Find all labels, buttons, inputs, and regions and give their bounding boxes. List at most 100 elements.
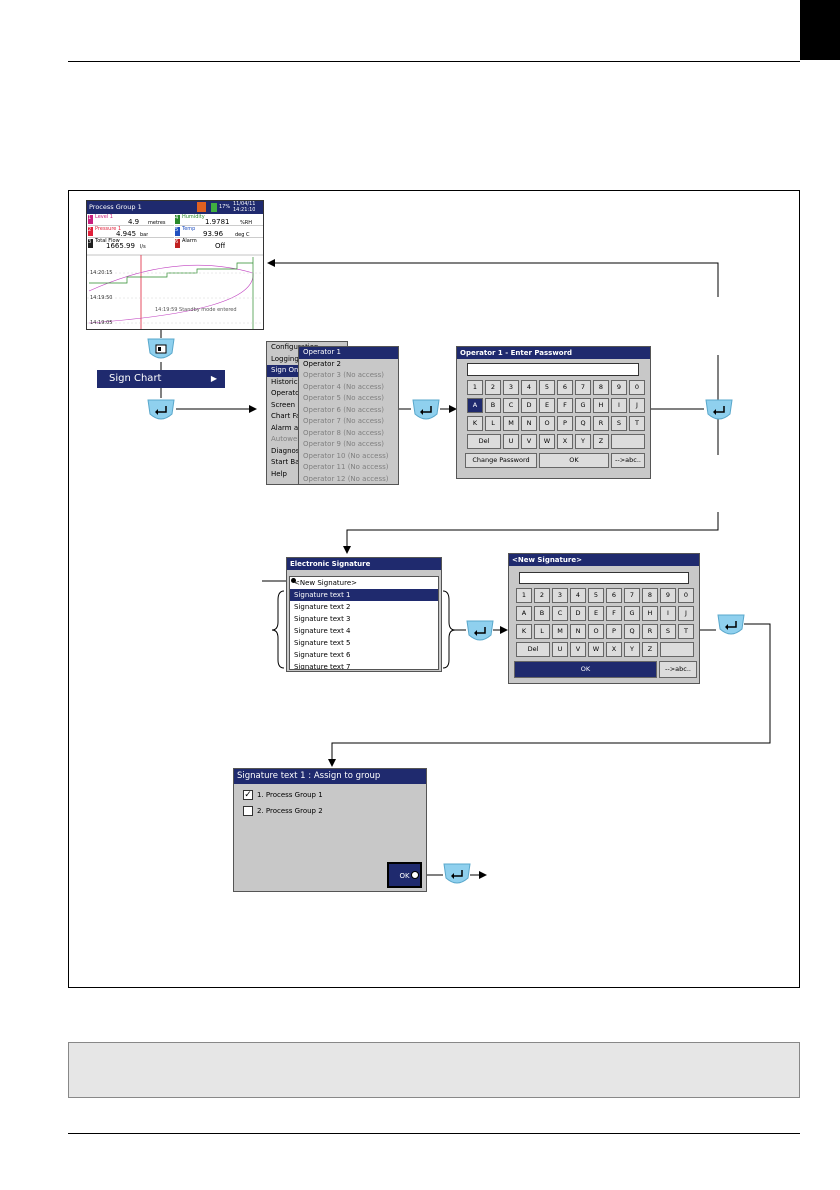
key-e[interactable]: E xyxy=(539,398,555,413)
abc-toggle-button[interactable]: -->abc.. xyxy=(659,661,697,678)
menu-item-logging[interactable]: Logging xyxy=(271,354,299,363)
key-del[interactable]: Del xyxy=(516,642,550,657)
key-b[interactable]: B xyxy=(485,398,501,413)
key-n[interactable]: N xyxy=(521,416,537,431)
key-g[interactable]: G xyxy=(624,606,640,621)
menu-item-start[interactable]: Start Ba xyxy=(271,458,300,466)
operator-item[interactable]: Operator 8 (No access) xyxy=(303,428,385,437)
key-v[interactable]: V xyxy=(521,434,537,449)
menu-item-operator[interactable]: Operator xyxy=(271,389,303,397)
key-k[interactable]: K xyxy=(516,624,532,639)
key-h[interactable]: H xyxy=(642,606,658,621)
key-k[interactable]: K xyxy=(467,416,483,431)
operator-item[interactable]: Operator 10 (No access) xyxy=(303,451,389,460)
menu-item-chart[interactable]: Chart Fa xyxy=(271,412,301,420)
key-5[interactable]: 5 xyxy=(539,380,555,395)
group-1-checkbox[interactable]: ✓ xyxy=(243,790,253,800)
signature-item[interactable]: Signature text 4 xyxy=(294,627,351,635)
key-5[interactable]: 5 xyxy=(588,588,604,603)
operator-item[interactable]: Operator 2 xyxy=(303,359,342,368)
menu-item-historical[interactable]: Historical xyxy=(271,377,304,386)
key-h[interactable]: H xyxy=(593,398,609,413)
menu-item-alarm[interactable]: Alarm a xyxy=(271,423,299,432)
key-g[interactable]: G xyxy=(575,398,591,413)
key-s[interactable]: S xyxy=(660,624,676,639)
key-3[interactable]: 3 xyxy=(552,588,568,603)
key-c[interactable]: C xyxy=(503,398,519,413)
key-r[interactable]: R xyxy=(593,416,609,431)
key-t[interactable]: T xyxy=(629,416,645,431)
key-3[interactable]: 3 xyxy=(503,380,519,395)
key-z[interactable]: Z xyxy=(642,642,658,657)
menu-key-icon[interactable] xyxy=(146,337,176,363)
key-m[interactable]: M xyxy=(552,624,568,639)
key-p[interactable]: P xyxy=(557,416,573,431)
key-4[interactable]: 4 xyxy=(521,380,537,395)
key-6[interactable]: 6 xyxy=(606,588,622,603)
key-del[interactable]: Del xyxy=(467,434,501,449)
key-o[interactable]: O xyxy=(588,624,604,639)
menu-item-configuration[interactable]: Configuration xyxy=(271,343,319,351)
key-0[interactable]: 0 xyxy=(629,380,645,395)
key-j[interactable]: J xyxy=(678,606,694,621)
key-j[interactable]: J xyxy=(629,398,645,413)
enter-key-icon[interactable] xyxy=(716,613,746,639)
key-7[interactable]: 7 xyxy=(624,588,640,603)
key-d[interactable]: D xyxy=(570,606,586,621)
key-t[interactable]: T xyxy=(678,624,694,639)
key-7[interactable]: 7 xyxy=(575,380,591,395)
key-r[interactable]: R xyxy=(642,624,658,639)
signature-item[interactable]: Signature text 3 xyxy=(294,615,351,623)
key-i[interactable]: I xyxy=(611,398,627,413)
signature-text-input[interactable] xyxy=(519,572,689,584)
key-n[interactable]: N xyxy=(570,624,586,639)
key-4[interactable]: 4 xyxy=(570,588,586,603)
key-w[interactable]: W xyxy=(588,642,604,657)
operator-item[interactable]: Operator 1 xyxy=(299,347,398,359)
key-o[interactable]: O xyxy=(539,416,555,431)
operator-item[interactable]: Operator 12 (No access) xyxy=(303,474,389,483)
newsig-ok-button[interactable]: OK xyxy=(514,661,657,678)
operator-item[interactable]: Operator 11 (No access) xyxy=(303,463,389,471)
key-q[interactable]: Q xyxy=(575,416,591,431)
key-x[interactable]: X xyxy=(557,434,573,449)
key-2[interactable]: 2 xyxy=(534,588,550,603)
key-c[interactable]: C xyxy=(552,606,568,621)
password-input[interactable] xyxy=(467,363,639,376)
menu-item-help[interactable]: Help xyxy=(271,469,287,478)
key-6[interactable]: 6 xyxy=(557,380,573,395)
key-blank[interactable] xyxy=(611,434,645,449)
key-f[interactable]: F xyxy=(606,606,622,621)
key-0[interactable]: 0 xyxy=(678,588,694,603)
signature-item[interactable]: Signature text 7 xyxy=(294,663,351,670)
key-2[interactable]: 2 xyxy=(485,380,501,395)
password-ok-button[interactable]: OK xyxy=(539,453,609,468)
operator-item[interactable]: Operator 5 (No access) xyxy=(303,394,385,402)
menu-item-screen[interactable]: Screen xyxy=(271,400,296,409)
operator-item[interactable]: Operator 7 (No access) xyxy=(303,417,385,425)
new-signature-item[interactable]: <New Signature> xyxy=(294,579,357,587)
operator-item[interactable]: Operator 3 (No access) xyxy=(303,371,385,379)
enter-key-icon[interactable] xyxy=(411,398,441,424)
signature-item[interactable]: Signature text 1 xyxy=(290,589,438,601)
signature-item[interactable]: Signature text 6 xyxy=(294,651,351,659)
key-w[interactable]: W xyxy=(539,434,555,449)
key-i[interactable]: I xyxy=(660,606,676,621)
key-1[interactable]: 1 xyxy=(516,588,532,603)
signature-item[interactable]: Signature text 5 xyxy=(294,639,351,647)
enter-key-icon[interactable] xyxy=(465,619,495,645)
key-v[interactable]: V xyxy=(570,642,586,657)
key-b[interactable]: B xyxy=(534,606,550,621)
key-l[interactable]: L xyxy=(485,416,501,431)
key-f[interactable]: F xyxy=(557,398,573,413)
change-password-button[interactable]: Change Password xyxy=(465,453,537,468)
operator-item[interactable]: Operator 6 (No access) xyxy=(303,405,385,414)
key-m[interactable]: M xyxy=(503,416,519,431)
key-a[interactable]: A xyxy=(516,606,532,621)
key-8[interactable]: 8 xyxy=(593,380,609,395)
key-l[interactable]: L xyxy=(534,624,550,639)
enter-key-icon[interactable] xyxy=(146,398,176,424)
key-d[interactable]: D xyxy=(521,398,537,413)
key-x[interactable]: X xyxy=(606,642,622,657)
key-a[interactable]: A xyxy=(467,398,483,413)
